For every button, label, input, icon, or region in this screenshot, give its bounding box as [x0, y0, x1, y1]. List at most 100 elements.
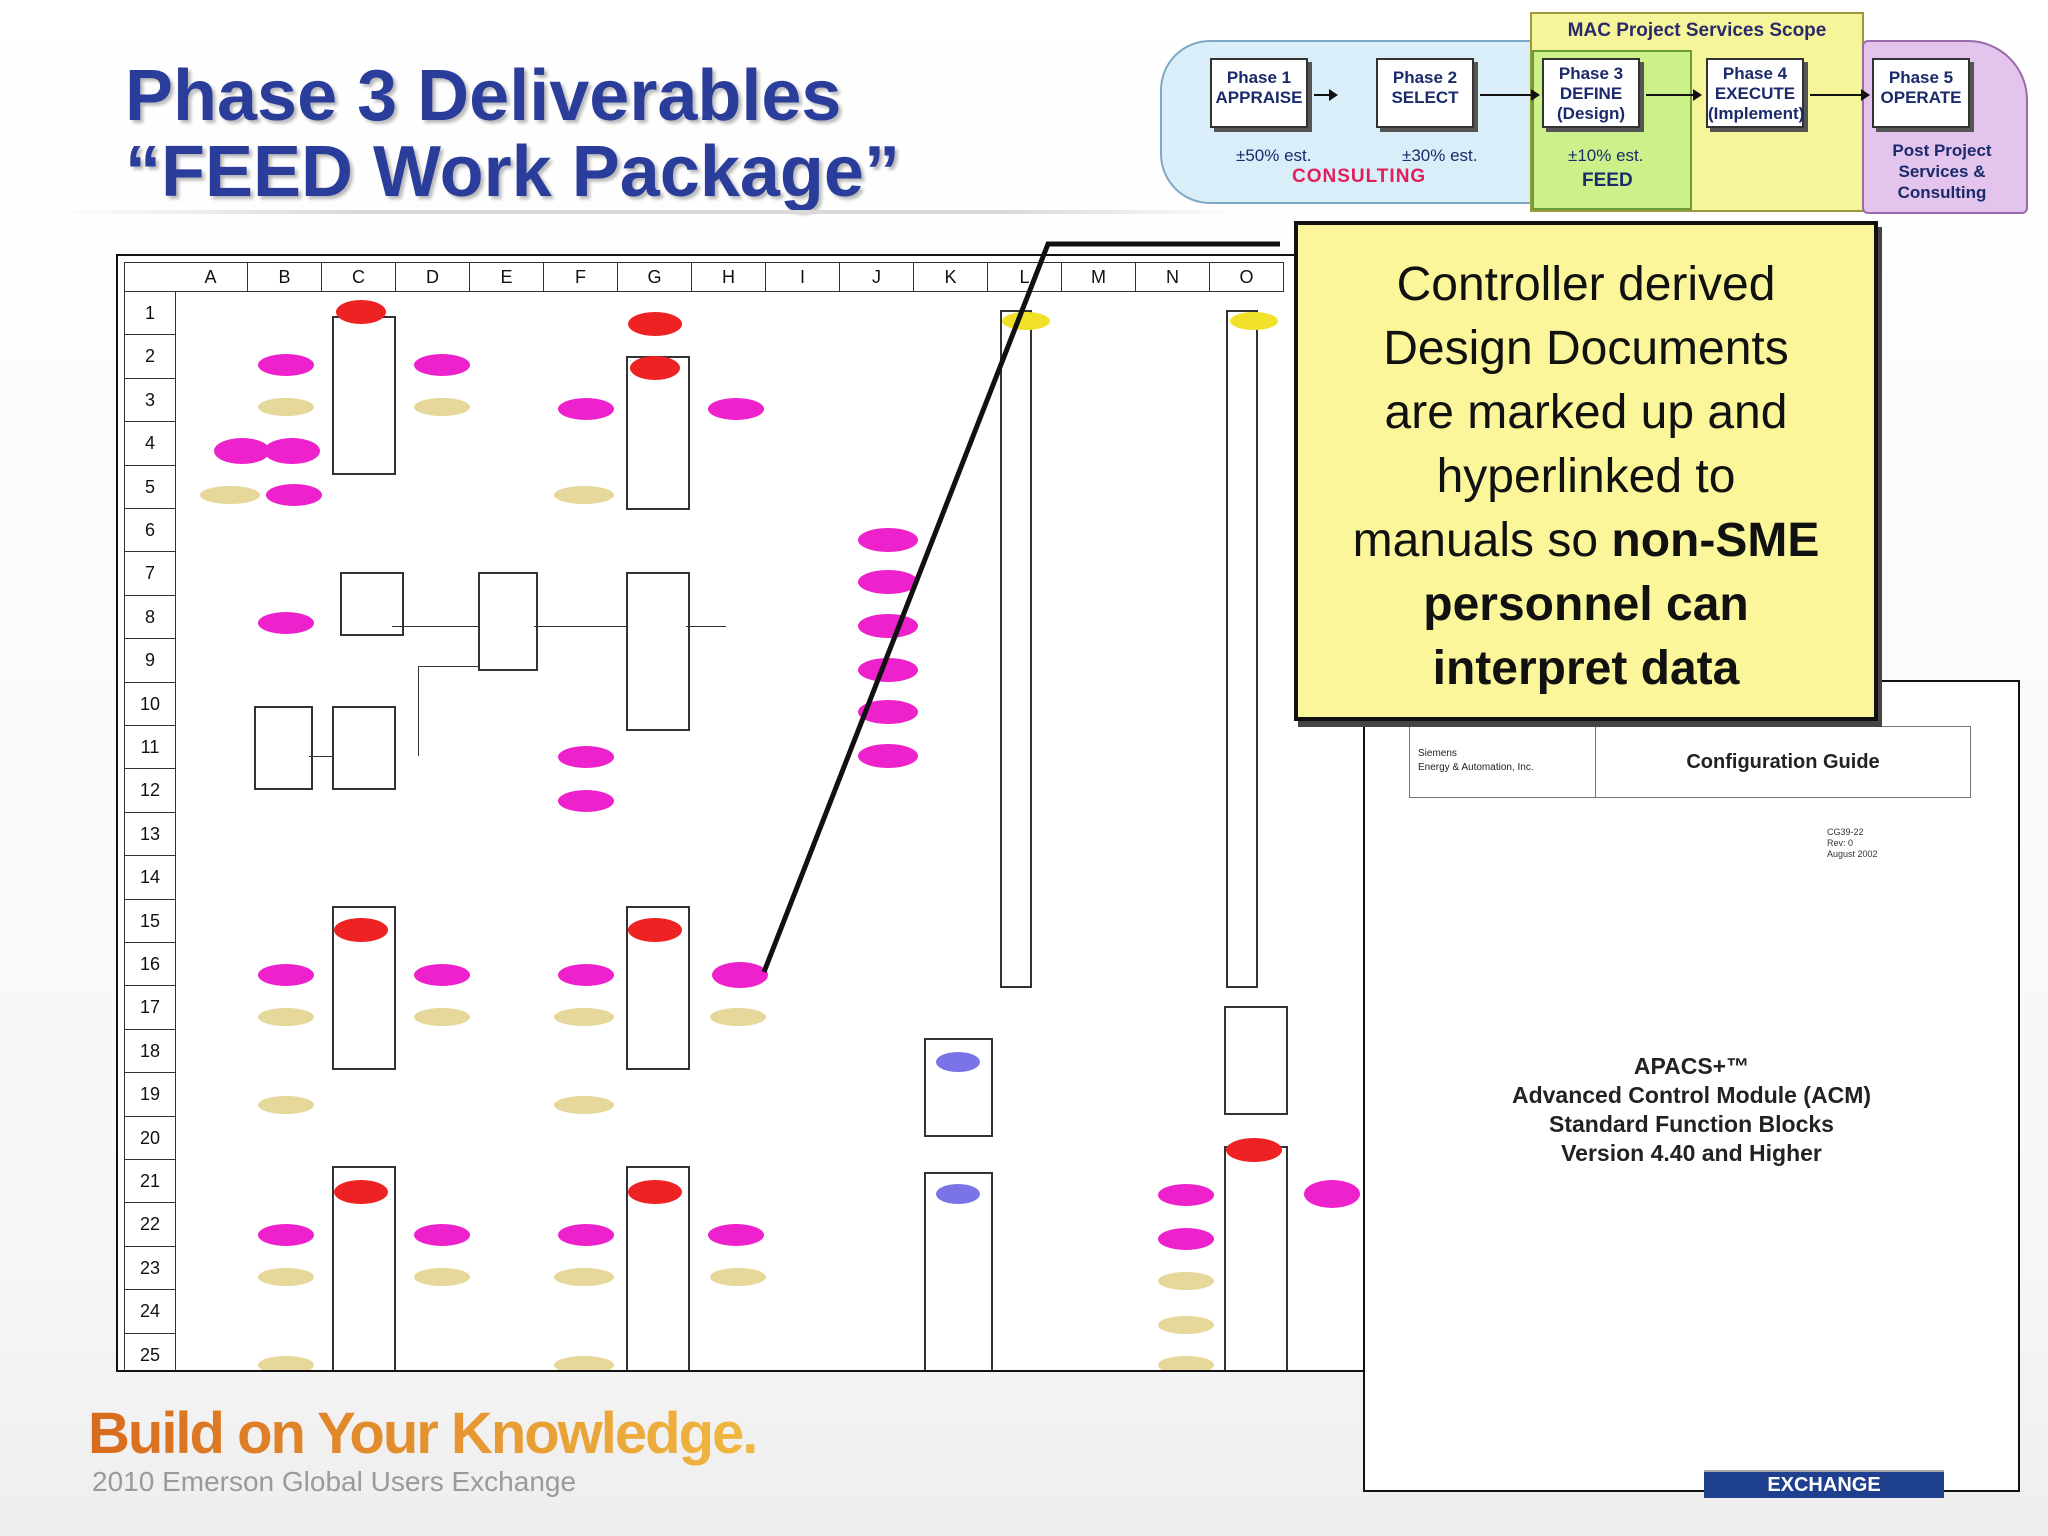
wire — [534, 626, 626, 627]
row-header: 6 — [124, 509, 176, 553]
post-project-label: Post Project Services & Consulting — [1862, 140, 2022, 203]
function-block — [332, 706, 396, 790]
highlight-marker — [628, 312, 682, 336]
highlight-marker — [1158, 1356, 1214, 1370]
consulting-label: CONSULTING — [1292, 166, 1427, 187]
row-header: 19 — [124, 1073, 176, 1117]
arrow-icon — [1480, 89, 1540, 101]
highlight-marker — [414, 398, 470, 416]
slide-title-line1: Phase 3 Deliverables — [125, 56, 842, 136]
highlight-marker — [558, 790, 614, 812]
phase-4-detail: (Implement) — [1708, 104, 1805, 123]
configuration-guide-page[interactable]: Siemens Energy & Automation, Inc. Config… — [1363, 680, 2020, 1492]
row-header: 9 — [124, 639, 176, 683]
row-header: 18 — [124, 1029, 176, 1074]
function-block — [1000, 310, 1032, 988]
manual-header-title: Configuration Guide — [1686, 751, 1880, 773]
doc-date: August 2002 — [1827, 849, 1878, 859]
phase-1-name: APPRAISE — [1215, 88, 1303, 107]
wire — [418, 666, 478, 667]
doc-number: CG39-22 — [1827, 827, 1864, 837]
feed-label: FEED — [1582, 170, 1633, 191]
phase-3-detail: (Design) — [1557, 104, 1625, 123]
row-header: 21 — [124, 1160, 176, 1204]
column-header: L — [988, 262, 1062, 292]
column-header: A — [174, 262, 248, 292]
highlight-marker — [708, 398, 764, 420]
row-header: 5 — [124, 465, 176, 509]
slide-title-line2: “FEED Work Package” — [125, 132, 900, 212]
function-block — [924, 1172, 993, 1370]
highlight-marker — [414, 1224, 470, 1246]
highlight-marker — [200, 486, 260, 504]
row-header: 4 — [124, 422, 176, 466]
column-header: N — [1136, 262, 1210, 292]
phase-1-number: Phase 1 — [1226, 68, 1292, 87]
highlight-marker — [554, 486, 614, 504]
phase-4-box: Phase 4 EXECUTE (Implement) — [1706, 58, 1804, 128]
highlight-marker — [258, 1356, 314, 1370]
highlight-marker — [258, 964, 314, 986]
corner-cell — [124, 262, 176, 292]
highlight-marker — [936, 1184, 980, 1204]
scope-title: MAC Project Services Scope — [1567, 20, 1827, 41]
highlight-marker — [628, 918, 682, 942]
highlight-marker — [712, 962, 768, 988]
phase-5-number: Phase 5 — [1888, 68, 1954, 87]
row-header: 25 — [124, 1333, 176, 1370]
function-block — [340, 572, 404, 636]
manual-title: APACS+™ Advanced Control Module (ACM) St… — [1365, 1052, 2018, 1168]
phase-4-name: EXECUTE — [1714, 84, 1796, 103]
highlight-marker — [858, 658, 918, 682]
row-header: 2 — [124, 335, 176, 379]
highlight-marker — [1002, 312, 1050, 330]
highlight-marker — [414, 1268, 470, 1286]
highlight-marker — [264, 438, 320, 464]
column-header: J — [840, 262, 914, 292]
estimate-phase-2: ±30% est. — [1402, 146, 1478, 165]
highlight-marker — [554, 1096, 614, 1114]
arrow-icon — [1646, 89, 1702, 101]
column-header: M — [1062, 262, 1136, 292]
highlight-marker — [414, 964, 470, 986]
highlight-marker — [858, 570, 918, 594]
highlight-marker — [558, 1224, 614, 1246]
function-block — [626, 356, 690, 510]
phase-2-name: SELECT — [1391, 88, 1459, 107]
callout-line5: manuals so non-SME — [1298, 509, 1874, 573]
highlight-marker — [554, 1268, 614, 1286]
column-header: C — [322, 262, 396, 292]
project-phase-diagram: MAC Project Services Scope Phase 1 APPRA… — [1150, 10, 2040, 215]
callout-line5-normal: manuals so — [1352, 514, 1612, 567]
highlight-marker — [858, 744, 918, 768]
wire — [418, 666, 419, 756]
highlight-marker — [258, 1008, 314, 1026]
manual-title-line1: APACS+™ — [1633, 1053, 1750, 1079]
function-block — [478, 572, 538, 671]
highlight-marker — [858, 614, 918, 638]
row-header: 20 — [124, 1116, 176, 1160]
column-header: G — [618, 262, 692, 292]
footer-event-name: 2010 Emerson Global Users Exchange — [92, 1466, 577, 1497]
column-header: E — [470, 262, 544, 292]
row-header: 7 — [124, 552, 176, 596]
phase-3-box: Phase 3 DEFINE (Design) — [1542, 58, 1640, 128]
highlight-marker — [258, 1096, 314, 1114]
callout-line4: hyperlinked to — [1436, 450, 1736, 503]
row-header: 10 — [124, 682, 176, 726]
phase-1-box: Phase 1 APPRAISE — [1210, 58, 1308, 128]
row-header: 11 — [124, 726, 176, 770]
column-header: H — [692, 262, 766, 292]
highlight-marker — [858, 528, 918, 552]
callout-line3: are marked up and — [1384, 386, 1788, 439]
company-line1: Siemens — [1418, 748, 1457, 759]
row-header: 15 — [124, 899, 176, 943]
phase-4-number: Phase 4 — [1722, 64, 1788, 83]
function-block — [1224, 1006, 1288, 1115]
highlight-marker — [336, 300, 386, 324]
highlight-marker — [1158, 1272, 1214, 1290]
title-divider — [60, 210, 1240, 214]
callout-line1: Controller derived — [1396, 258, 1776, 311]
highlight-marker — [414, 1008, 470, 1026]
highlight-marker — [936, 1052, 980, 1072]
